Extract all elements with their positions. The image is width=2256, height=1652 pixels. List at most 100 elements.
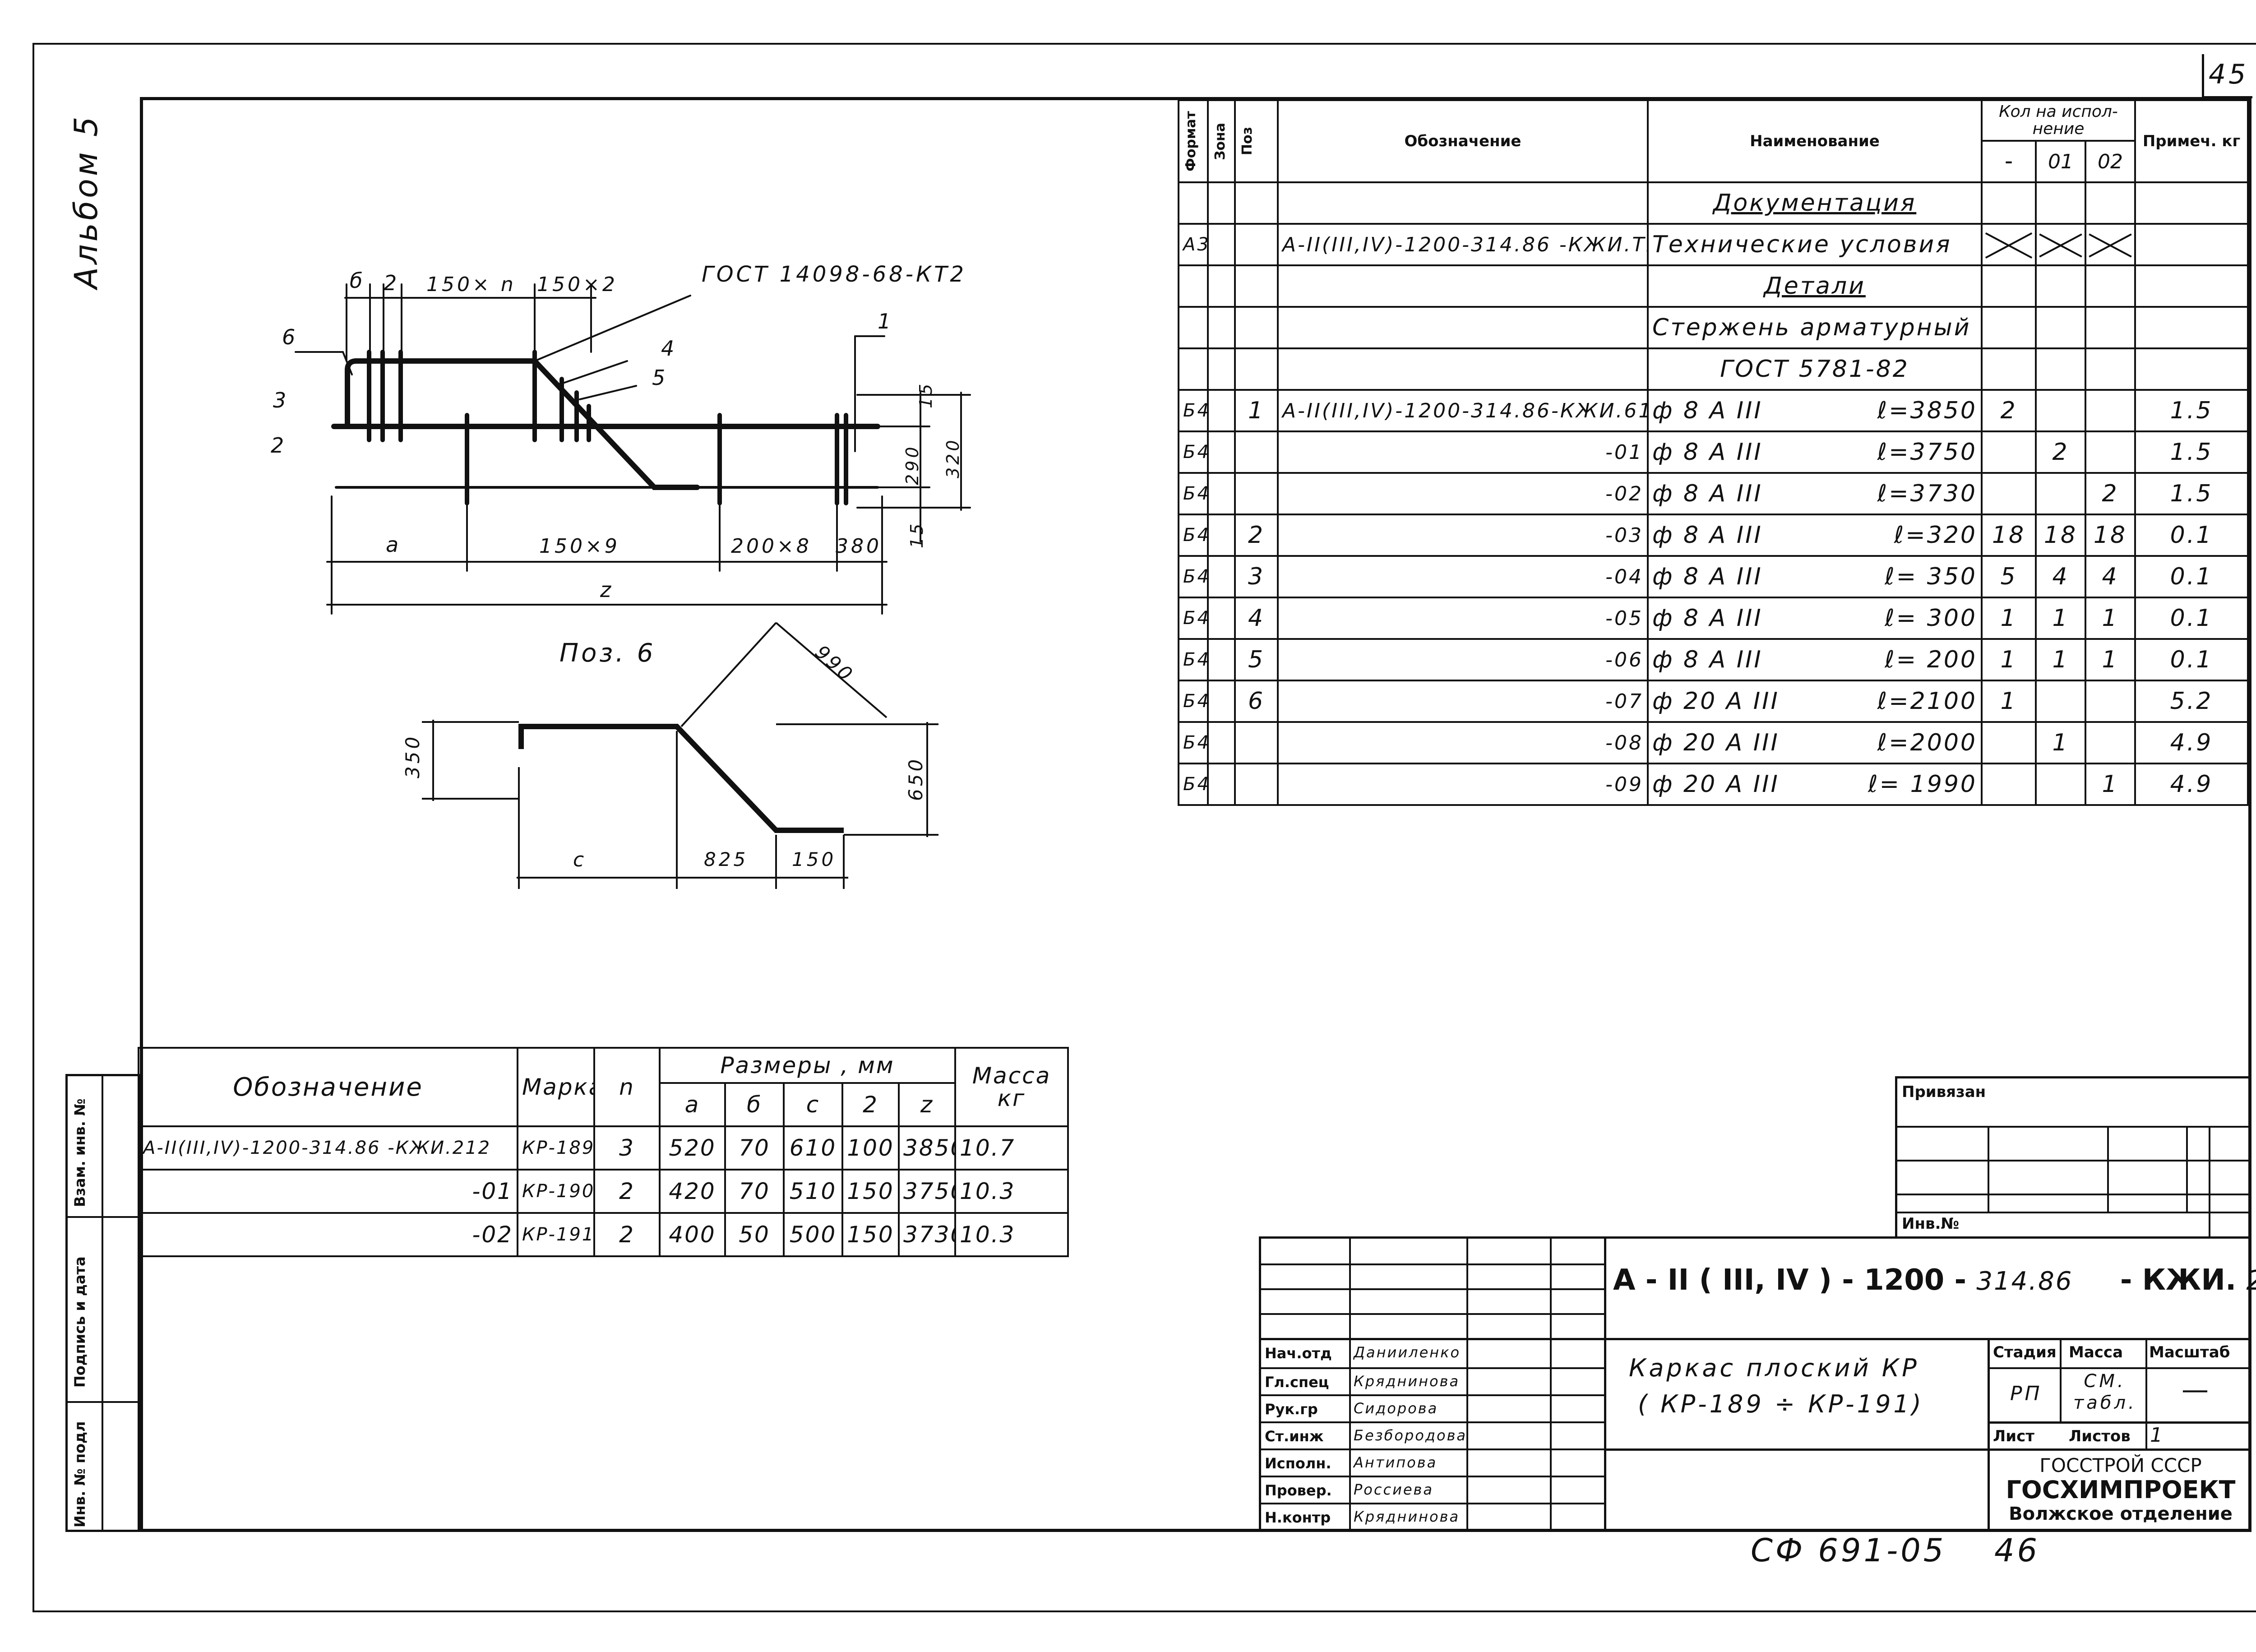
spec-cell-note: 5.2	[2134, 680, 2249, 723]
mass-label: Масса	[2069, 1343, 2123, 1361]
spec-cell-q2: 1	[2084, 763, 2136, 806]
spec-cell-note: 0.1	[2134, 597, 2249, 640]
spec-cell-length: ℓ= 200	[1885, 646, 1977, 673]
dim-150x2: 150×2	[537, 273, 618, 296]
spec-cell-q2: 1	[2084, 638, 2136, 681]
spec-cell-name: ф 8 А III ℓ=320	[1647, 514, 1983, 557]
spec-cell-designation: -02	[1277, 472, 1649, 515]
spec-cell-q0: 1	[1981, 597, 2037, 640]
pos-5-label: 5	[652, 366, 668, 390]
spec-cell-q1: 1	[2035, 597, 2086, 640]
dim-150: 150	[792, 848, 837, 870]
bom-cell-a: 520	[659, 1125, 726, 1171]
dim-2: 2	[384, 271, 400, 295]
bottom-code: СФ 691-05	[1751, 1532, 1946, 1569]
org-line-1: ГОССТРОЙ СССР	[2039, 1454, 2202, 1476]
binding-label: Привязан	[1902, 1083, 1986, 1101]
spec-cell-length: ℓ= 300	[1885, 605, 1977, 632]
binding-inv-label: Инв.№	[1902, 1215, 1960, 1233]
spec-cell-name: ф 8 А III	[1652, 397, 1763, 424]
spec-cell-q2	[2084, 430, 2136, 474]
spec-cell-name: ф 8 А III	[1652, 480, 1763, 507]
spec-cell-name: ф 8 А III ℓ=3850	[1647, 389, 1983, 432]
spec-col-note: Примеч. кг	[2134, 99, 2249, 183]
dim-290: 290	[902, 444, 922, 485]
spec-cell-q0: 2	[1981, 389, 2037, 432]
bom-cell-d: 100	[841, 1125, 900, 1171]
bom-cell-mark: КР-190	[517, 1169, 595, 1214]
signer-name: Безбородова	[1354, 1427, 1467, 1444]
signer-name: Кряднинова	[1354, 1508, 1460, 1525]
spec-cell-length: ℓ=2000	[1877, 729, 1977, 756]
spec-cell-designation: -08	[1277, 721, 1649, 764]
sheets-label: Листов	[2069, 1427, 2131, 1445]
scale-label: Масштаб	[2149, 1343, 2230, 1361]
spec-cell-q2: 18	[2084, 514, 2136, 557]
stage-label: Стадия	[1993, 1343, 2057, 1361]
pos-6-label: 6	[282, 325, 298, 349]
spec-cell-pos: 4	[1234, 597, 1279, 640]
spec-doc-cross-3	[2084, 223, 2136, 266]
bom-cell-z: 3850	[897, 1125, 957, 1171]
spec-cell-format: Б4	[1178, 555, 1209, 598]
bom-cell-n: 2	[593, 1169, 661, 1214]
bom-cell-z: 3750	[897, 1169, 957, 1214]
bom-col-mass: Масса кг	[954, 1047, 1069, 1127]
spec-cell-designation: -05	[1277, 597, 1649, 640]
signer-name: Данииленко	[1354, 1344, 1461, 1361]
spec-cell-designation: -07	[1277, 680, 1649, 723]
dim-320: 320	[943, 437, 963, 478]
spec-table: Формат Зона Поз Обозначение Наименование…	[1178, 99, 2249, 806]
bom-cell-z: 3730	[897, 1212, 957, 1257]
stage-value: РП	[2010, 1382, 2043, 1405]
spec-cell-q1	[2035, 763, 2086, 806]
spec-cell-q0	[1981, 721, 2037, 764]
spec-cell-name: ф 8 А III	[1652, 522, 1763, 549]
bottom-number: 46	[1994, 1532, 2040, 1569]
signer-name: Кряднинова	[1354, 1373, 1460, 1390]
spec-cell-q0	[1981, 472, 2037, 515]
signer-role: Провер.	[1265, 1482, 1332, 1499]
spec-doc-cross-2	[2035, 223, 2086, 266]
spec-cell-designation: -09	[1277, 763, 1649, 806]
spec-cell-designation: А-II(III,IV)-1200-314.86-КЖИ.615	[1277, 389, 1649, 432]
signer-role: Ст.инж	[1265, 1428, 1324, 1445]
spec-cell-designation: -04	[1277, 555, 1649, 598]
strip-label-inv: Инв. № подл	[71, 1421, 88, 1527]
spec-section-docs: Документация	[1178, 181, 2249, 225]
spec-cell-note: 0.1	[2134, 555, 2249, 598]
signer-name: Россиева	[1354, 1481, 1434, 1498]
spec-cell-format: Б4	[1178, 763, 1209, 806]
signer-row: Исполн.Антипова	[1261, 1448, 1604, 1477]
signer-role: Н.контр	[1265, 1509, 1331, 1526]
spec-cell-designation: -06	[1277, 638, 1649, 681]
bom-cell-n: 3	[593, 1125, 661, 1171]
spec-cell-format: Б4	[1178, 721, 1209, 764]
spec-cell-q0: 1	[1981, 680, 2037, 723]
spec-cell-length: ℓ=3850	[1877, 397, 1977, 424]
bom-cell-b: 50	[724, 1212, 785, 1257]
spec-cell-name: ф 20 А III	[1652, 771, 1780, 798]
bom-cell-n: 2	[593, 1212, 661, 1257]
bom-cell-a: 420	[659, 1169, 726, 1214]
spec-cell-pos	[1234, 721, 1279, 764]
signer-role: Рук.гр	[1265, 1401, 1318, 1418]
spec-cell-q1	[2035, 680, 2086, 723]
signer-role: Исполн.	[1265, 1455, 1331, 1472]
bom-cell-mass: 10.7	[954, 1125, 1069, 1171]
signer-name: Сидорова	[1354, 1400, 1438, 1417]
dim-380: 380	[836, 535, 882, 558]
pos-1-label: 1	[878, 309, 894, 333]
spec-cell-length: ℓ=320	[1894, 522, 1977, 549]
spec-cell-q1	[2035, 472, 2086, 515]
